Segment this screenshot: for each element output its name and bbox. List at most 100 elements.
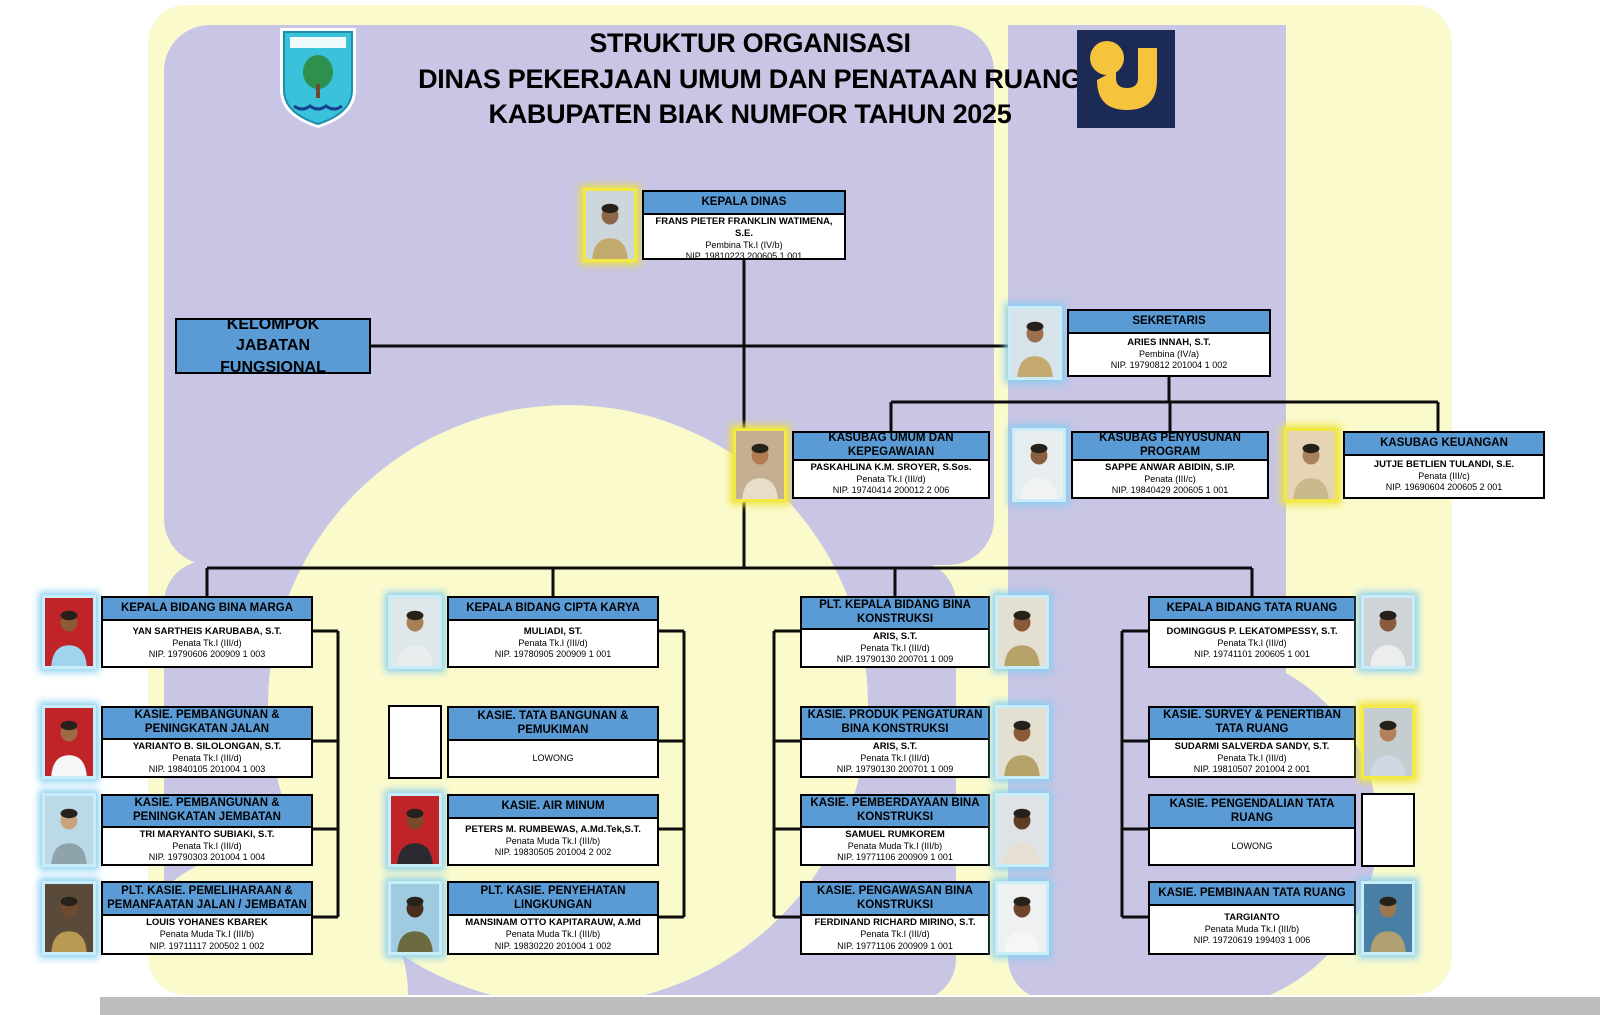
person-nip: NIP. 19790130 200701 1 009 bbox=[836, 653, 954, 664]
person-name: JUTJE BETLIEN TULANDI, S.E. bbox=[1373, 459, 1515, 471]
position-title: PLT. KEPALA BIDANG BINA KONSTRUKSI bbox=[802, 598, 988, 630]
person-photo bbox=[583, 188, 637, 262]
person-photo-empty bbox=[388, 705, 442, 779]
org-node-kasubag-umum: KASUBAG UMUM DAN KEPEGAWAIAN PASKAHLINA … bbox=[733, 428, 990, 502]
person-rank: Penata Tk.I (III/d) bbox=[860, 752, 930, 763]
person-rank: Penata Tk.I (III/d) bbox=[172, 752, 242, 763]
person-rank: Penata Muda Tk.I (III/b) bbox=[847, 840, 943, 851]
person-rank: Penata Tk.I (III/d) bbox=[518, 638, 588, 649]
person-rank: Penata Tk.I (III/d) bbox=[1217, 752, 1287, 763]
person-nip: NIP. 19740414 200012 2 006 bbox=[832, 484, 950, 495]
person-nip: NIP. 19690604 200605 2 001 bbox=[1385, 482, 1503, 493]
vacancy-label: LOWONG bbox=[1231, 840, 1273, 851]
org-node-bidang-cipta-karya: KEPALA BIDANG CIPTA KARYA MULIADI, ST. P… bbox=[388, 595, 659, 669]
person-nip: NIP. 19790303 201004 1 004 bbox=[148, 851, 266, 862]
person-avatar-icon bbox=[1287, 431, 1335, 499]
person-photo bbox=[42, 881, 96, 955]
org-node-kasie-pemeliharaan: PLT. KASIE. PEMELIHARAAN & PEMANFAATAN J… bbox=[42, 881, 313, 955]
person-photo bbox=[42, 595, 96, 669]
person-avatar-icon bbox=[998, 796, 1046, 864]
org-node-kasie-pengendalian: KASIE. PENGENDALIAN TATA RUANG LOWONG bbox=[1148, 793, 1415, 867]
org-node-sekretaris: SEKRETARIS ARIES INNAH, S.T. Pembina (IV… bbox=[1008, 306, 1271, 380]
person-name: FERDINAND RICHARD MIRINO, S.T. bbox=[814, 917, 976, 929]
position-title: KASIE. SURVEY & PENERTIBAN TATA RUANG bbox=[1150, 708, 1354, 740]
title-line-1: STRUKTUR ORGANISASI bbox=[589, 28, 911, 58]
person-avatar-icon bbox=[391, 796, 439, 864]
position-title: KASIE. PENGENDALIAN TATA RUANG bbox=[1150, 796, 1354, 830]
person-nip: NIP. 19780905 200909 1 001 bbox=[494, 649, 612, 660]
person-rank: Penata (III/c) bbox=[1418, 471, 1470, 482]
person-avatar-icon bbox=[45, 598, 93, 666]
person-photo bbox=[995, 705, 1049, 779]
org-node-kasie-survey: KASIE. SURVEY & PENERTIBAN TATA RUANG SU… bbox=[1148, 705, 1415, 779]
position-title: KASIE. PEMBINAAN TATA RUANG bbox=[1150, 883, 1354, 906]
position-title: KEPALA BIDANG CIPTA KARYA bbox=[449, 598, 657, 621]
org-node-bidang-bina-marga: KEPALA BIDANG BINA MARGA YAN SARTHEIS KA… bbox=[42, 595, 313, 669]
person-name: ARIES INNAH, S.T. bbox=[1127, 337, 1211, 349]
person-name: ARIS, S.T. bbox=[872, 740, 918, 752]
pu-logo-icon bbox=[1077, 30, 1175, 128]
org-node-kasie-penyehatan: PLT. KASIE. PENYEHATAN LINGKUNGAN MANSIN… bbox=[388, 881, 659, 955]
person-name: MULIADI, ST. bbox=[523, 626, 583, 638]
person-avatar-icon bbox=[391, 598, 439, 666]
position-title: KASIE. AIR MINUM bbox=[449, 796, 657, 819]
person-nip: NIP. 19840105 201004 1 003 bbox=[148, 763, 266, 774]
person-nip: NIP. 19830505 201004 2 002 bbox=[494, 847, 612, 858]
person-avatar-icon bbox=[998, 708, 1046, 776]
person-nip: NIP. 19830220 201004 1 002 bbox=[494, 940, 612, 951]
person-nip: NIP. 19771106 200909 1 001 bbox=[837, 851, 953, 862]
person-avatar-icon bbox=[1364, 884, 1412, 952]
person-name: SAMUEL RUMKOREM bbox=[845, 828, 945, 840]
org-node-kasie-jembatan: KASIE. PEMBANGUNAN & PENINGKATAN JEMBATA… bbox=[42, 793, 313, 867]
org-node-kasubag-keuangan: KASUBAG KEUANGAN JUTJE BETLIEN TULANDI, … bbox=[1284, 428, 1545, 502]
org-node-kasie-air-minum: KASIE. AIR MINUM PETERS M. RUMBEWAS, A.M… bbox=[388, 793, 659, 867]
person-avatar-icon bbox=[45, 796, 93, 864]
position-title: PLT. KASIE. PEMELIHARAAN & PEMANFAATAN J… bbox=[103, 883, 311, 917]
position-title: KASUBAG KEUANGAN bbox=[1345, 433, 1543, 456]
person-name: LOUIS YOHANES KBAREK bbox=[146, 917, 268, 929]
position-title: KEPALA DINAS bbox=[644, 192, 844, 215]
person-name: ARIS, S.T. bbox=[872, 630, 918, 642]
person-photo bbox=[42, 705, 96, 779]
position-title: KASIE. PEMBERDAYAAN BINA KONSTRUKSI bbox=[802, 796, 988, 828]
person-photo bbox=[1361, 705, 1415, 779]
person-photo bbox=[995, 595, 1049, 669]
org-node-kasie-pengawasan: KASIE. PENGAWASAN BINA KONSTRUKSI FERDIN… bbox=[800, 881, 1049, 955]
person-rank: Penata Muda Tk.I (III/b) bbox=[159, 929, 255, 940]
person-avatar-icon bbox=[586, 191, 634, 259]
person-rank: Penata Tk.I (III/d) bbox=[860, 929, 930, 940]
position-title: KASUBAG PENYUSUNAN PROGRAM bbox=[1073, 432, 1267, 461]
person-photo bbox=[995, 793, 1049, 867]
person-avatar-icon bbox=[45, 884, 93, 952]
position-title: SEKRETARIS bbox=[1069, 311, 1269, 334]
position-title: KASIE. PEMBANGUNAN & PENINGKATAN JALAN bbox=[103, 708, 311, 740]
org-node-bidang-tata-ruang: KEPALA BIDANG TATA RUANG DOMINGGUS P. LE… bbox=[1148, 595, 1415, 669]
org-node-kasie-jalan: KASIE. PEMBANGUNAN & PENINGKATAN JALAN Y… bbox=[42, 705, 313, 779]
person-name: PASKAHLINA K.M. SROYER, S.Sos. bbox=[810, 461, 972, 473]
person-name: TRI MARYANTO SUBIAKI, S.T. bbox=[139, 828, 275, 840]
person-name: DOMINGGUS P. LEKATOMPESSY, S.T. bbox=[1166, 626, 1338, 638]
org-node-kasie-pembinaan: KASIE. PEMBINAAN TATA RUANG TARGIANTO Pe… bbox=[1148, 881, 1415, 955]
org-node-kasie-produk-pengaturan: KASIE. PRODUK PENGATURAN BINA KONSTRUKSI… bbox=[800, 705, 1049, 779]
position-title: KEPALA BIDANG TATA RUANG bbox=[1150, 598, 1354, 621]
title-line-2: DINAS PEKERJAAN UMUM DAN PENATAAN RUANG bbox=[418, 63, 1082, 94]
person-avatar-icon bbox=[736, 431, 784, 499]
person-rank: Penata Tk.I (III/d) bbox=[856, 473, 926, 484]
person-rank: Pembina Tk.I (IV/b) bbox=[705, 239, 783, 250]
org-node-kasubag-program: KASUBAG PENYUSUNAN PROGRAM SAPPE ANWAR A… bbox=[1012, 428, 1269, 502]
person-name: YAN SARTHEIS KARUBABA, S.T. bbox=[132, 626, 282, 638]
person-name: SUDARMI SALVERDA SANDY, S.T. bbox=[1174, 740, 1330, 752]
person-avatar-icon bbox=[391, 884, 439, 952]
person-name: FRANS PIETER FRANKLIN WATIMENA, S.E. bbox=[655, 216, 833, 239]
person-photo bbox=[388, 881, 442, 955]
org-node-kasie-tata-bangunan: KASIE. TATA BANGUNAN & PEMUKIMAN LOWONG bbox=[388, 705, 659, 779]
org-node-kasie-pemberdayaan: KASIE. PEMBERDAYAAN BINA KONSTRUKSI SAMU… bbox=[800, 793, 1049, 867]
position-title: PLT. KASIE. PENYEHATAN LINGKUNGAN bbox=[449, 883, 657, 917]
person-nip: NIP. 19790812 201004 1 002 bbox=[1110, 360, 1228, 371]
person-nip: NIP. 19810507 201004 2 001 bbox=[1193, 763, 1311, 774]
person-rank: Penata (III/c) bbox=[1144, 473, 1196, 484]
kelompok-jabatan-fungsional-box: KELOMPOK JABATAN FUNGSIONAL bbox=[175, 316, 371, 376]
person-photo bbox=[995, 881, 1049, 955]
person-rank: Penata Tk.I (III/d) bbox=[172, 638, 242, 649]
person-photo-empty bbox=[1361, 793, 1415, 867]
